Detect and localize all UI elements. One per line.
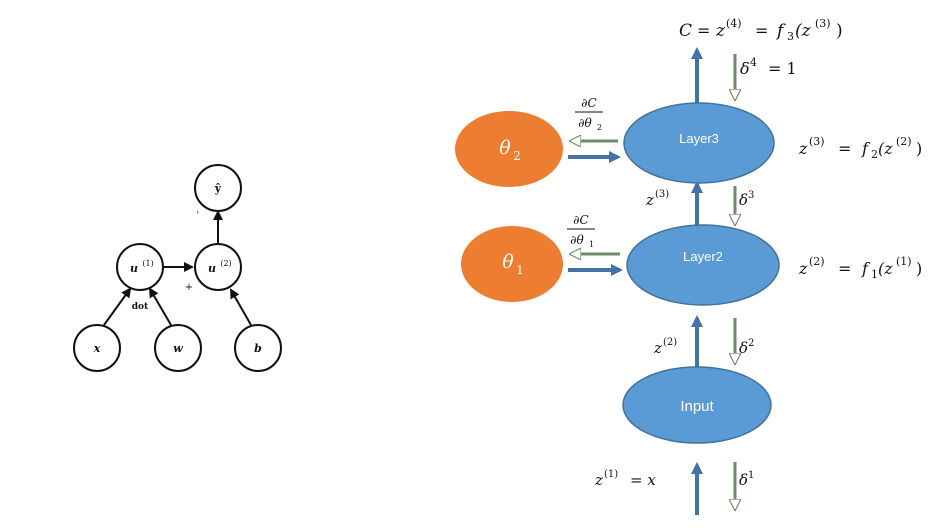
svg-text:(1): (1) — [896, 255, 912, 268]
delta3-label: δ 3 — [739, 190, 754, 209]
edge-label-dot: dot — [132, 302, 149, 312]
svg-text:= x: = x — [630, 471, 656, 489]
svg-text:(2): (2) — [896, 135, 912, 148]
input-node: Input — [622, 366, 772, 444]
svg-text:(z: (z — [878, 139, 893, 158]
svg-text:δ: δ — [740, 59, 750, 78]
layer2-node: Layer2 — [626, 224, 780, 306]
eq-top-eq2: = — [755, 21, 768, 40]
svg-text:): ) — [916, 259, 922, 278]
svg-text:4: 4 — [750, 56, 757, 69]
node-w-label: w — [173, 342, 183, 355]
svg-text:2: 2 — [748, 338, 754, 349]
eq-top-arg: (z — [795, 21, 812, 41]
equation-layer2: z (2) = f 1 (z (1) ) — [798, 255, 922, 281]
svg-text:2: 2 — [597, 123, 602, 132]
svg-text:∂θ: ∂θ — [570, 233, 584, 247]
z2-label: z (2) — [653, 337, 677, 357]
z3-label: z (3) — [645, 189, 669, 209]
svg-text:z: z — [798, 259, 808, 278]
eq-top-c: C — [679, 21, 692, 41]
eq-top-z: z — [715, 21, 726, 41]
layer2-label: Layer2 — [683, 249, 723, 264]
svg-text:f: f — [861, 259, 871, 278]
svg-text:z: z — [645, 191, 654, 209]
layer3-node: Layer3 — [623, 102, 775, 184]
svg-text:(2): (2) — [663, 337, 677, 348]
node-y: ŷ — [194, 164, 242, 212]
svg-text:(z: (z — [878, 259, 893, 278]
svg-text:1: 1 — [589, 240, 594, 249]
eq-top-z-sup: (4) — [726, 17, 742, 30]
svg-text:2: 2 — [871, 148, 878, 161]
node-u1: u (1) — [116, 243, 164, 291]
svg-text:∂C: ∂C — [573, 213, 588, 227]
node-u2-sup: (2) — [220, 259, 231, 268]
eq-top-arg-close: ) — [836, 21, 843, 41]
edge-w-to-u1 — [148, 287, 172, 326]
layer3-label: Layer3 — [679, 131, 719, 146]
eq-top-f-sub: 3 — [787, 30, 794, 43]
eq-top-arg-sup: (3) — [815, 17, 831, 30]
theta2-label: θ — [499, 137, 511, 159]
node-u1-sup: (1) — [142, 259, 153, 268]
left-graph: ŷ u (1) u (2) x w b dot + ʾ — [73, 164, 282, 372]
delta1-label: δ 1 — [739, 470, 754, 489]
grad-theta1-label: ∂C ∂θ 1 — [567, 213, 595, 249]
z1-label: z (1) = x — [594, 469, 656, 489]
node-y-label: ŷ — [214, 182, 222, 195]
svg-text:z: z — [594, 471, 603, 489]
theta1-sub: 1 — [516, 263, 524, 277]
svg-text:z: z — [653, 339, 662, 357]
edge-b-to-u2 — [230, 288, 252, 326]
svg-text:1: 1 — [871, 268, 878, 281]
node-b-label: b — [254, 342, 262, 355]
svg-text:δ: δ — [739, 191, 748, 209]
theta2-node: θ 2 — [455, 111, 563, 187]
svg-text:f: f — [861, 139, 871, 158]
svg-text:= 1: = 1 — [768, 59, 797, 78]
delta2-label: δ 2 — [739, 338, 754, 357]
svg-text:3: 3 — [748, 190, 754, 201]
svg-text:(2): (2) — [809, 255, 825, 268]
svg-text:(1): (1) — [604, 469, 618, 480]
svg-text:δ: δ — [739, 471, 748, 489]
svg-text:z: z — [798, 139, 808, 158]
edge-label-tick: ʾ — [197, 211, 200, 221]
theta2-sub: 2 — [513, 149, 521, 163]
node-u2: u (2) — [194, 243, 242, 291]
right-graph: Layer3 Layer2 Input θ 2 θ 1 C = z (4) = — [455, 17, 922, 515]
eq-top-f: f — [775, 21, 786, 41]
edge-label-plus: + — [185, 282, 193, 293]
theta1-node: θ 1 — [461, 226, 563, 302]
node-b: b — [234, 324, 282, 372]
grad-theta2-label: ∂C ∂θ 2 — [575, 96, 603, 132]
svg-text:∂C: ∂C — [581, 96, 596, 110]
svg-text:(3): (3) — [655, 189, 669, 200]
node-u2-label: u — [208, 262, 216, 275]
svg-text:1: 1 — [748, 470, 754, 481]
svg-text:(3): (3) — [809, 135, 825, 148]
svg-text:∂θ: ∂θ — [578, 116, 592, 130]
node-x: x — [73, 324, 121, 372]
node-w: w — [154, 324, 202, 372]
equation-layer3: z (3) = f 2 (z (2) ) — [798, 135, 922, 161]
equation-top: C = z (4) = f 3 (z (3) ) — [679, 17, 843, 43]
node-u1-label: u — [130, 262, 138, 275]
svg-text:=: = — [838, 139, 851, 158]
svg-text:): ) — [916, 139, 922, 158]
theta1-label: θ — [502, 251, 514, 273]
svg-text:δ: δ — [739, 339, 748, 357]
svg-text:=: = — [838, 259, 851, 278]
eq-top-eq: = — [697, 21, 710, 40]
node-x-label: x — [93, 342, 101, 355]
edge-x-to-u1 — [103, 287, 132, 326]
delta4-label: δ 4 = 1 — [740, 56, 797, 78]
input-label: Input — [680, 398, 714, 415]
